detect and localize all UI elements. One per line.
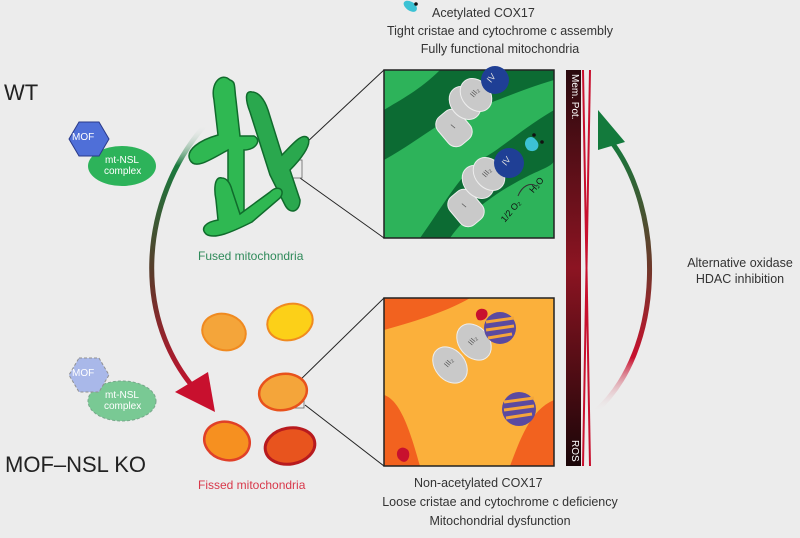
bottom-caption-line1: Loose cristae and cytochrome c deficienc…: [382, 495, 618, 509]
top-caption-line2: Fully functional mitochondria: [420, 42, 580, 56]
ko-mof-label: MOF: [72, 368, 95, 379]
fissed-mitochondria: [201, 302, 317, 466]
ko-mof-complex: [68, 357, 157, 422]
mem-pot-ros-bar: [566, 69, 591, 467]
fissed-label: Fissed mitochondria: [198, 478, 306, 492]
non-acetylated-legend-text: Non-acetylated COX17: [414, 476, 543, 490]
wt-mof-complex: [68, 121, 156, 186]
ko-label: MOF–NSL KO: [5, 452, 146, 477]
wt-nsl-line1: mt-NSL: [105, 155, 139, 166]
rescue-arrow: [593, 110, 652, 414]
rescue-line2: HDAC inhibition: [695, 272, 785, 286]
rescue-line1: Alternative oxidase: [687, 256, 793, 270]
ko-cristae-panel: [384, 298, 554, 466]
non-acetylated-cox17-icon: [396, 447, 410, 462]
bottom-caption-line2: Mitochondrial dysfunction: [429, 514, 571, 528]
ros-label: ROS: [569, 440, 580, 462]
ko-complex-group: [432, 308, 536, 426]
wt-label: WT: [4, 80, 39, 105]
ko-nsl-line1: mt-NSL: [105, 390, 139, 401]
wt-nsl-line2: complex: [104, 166, 142, 177]
acetyl-group-dot: [414, 2, 418, 6]
wt-complex-group-top: [435, 66, 509, 148]
top-caption-line1: Tight cristae and cytochrome c assembly: [386, 24, 613, 38]
ko-nsl-label: mt-NSL complex: [104, 390, 142, 412]
wt-panel-border: [383, 69, 555, 239]
mem-pot-label: Mem. Pot.: [569, 74, 580, 120]
ko-panel-border: [383, 297, 555, 467]
wt-mof-label: MOF: [72, 132, 95, 143]
fission-arrow: [149, 123, 215, 412]
acetylated-legend-text: Acetylated COX17: [432, 6, 535, 20]
fused-label: Fused mitochondria: [198, 249, 304, 263]
wt-nsl-label: mt-NSL complex: [104, 155, 142, 177]
wt-complex-group-bottom: [447, 133, 544, 228]
fused-mitochondria: [188, 76, 310, 237]
acetylated-cox17-icon: [403, 0, 417, 12]
ko-nsl-line2: complex: [104, 401, 142, 412]
